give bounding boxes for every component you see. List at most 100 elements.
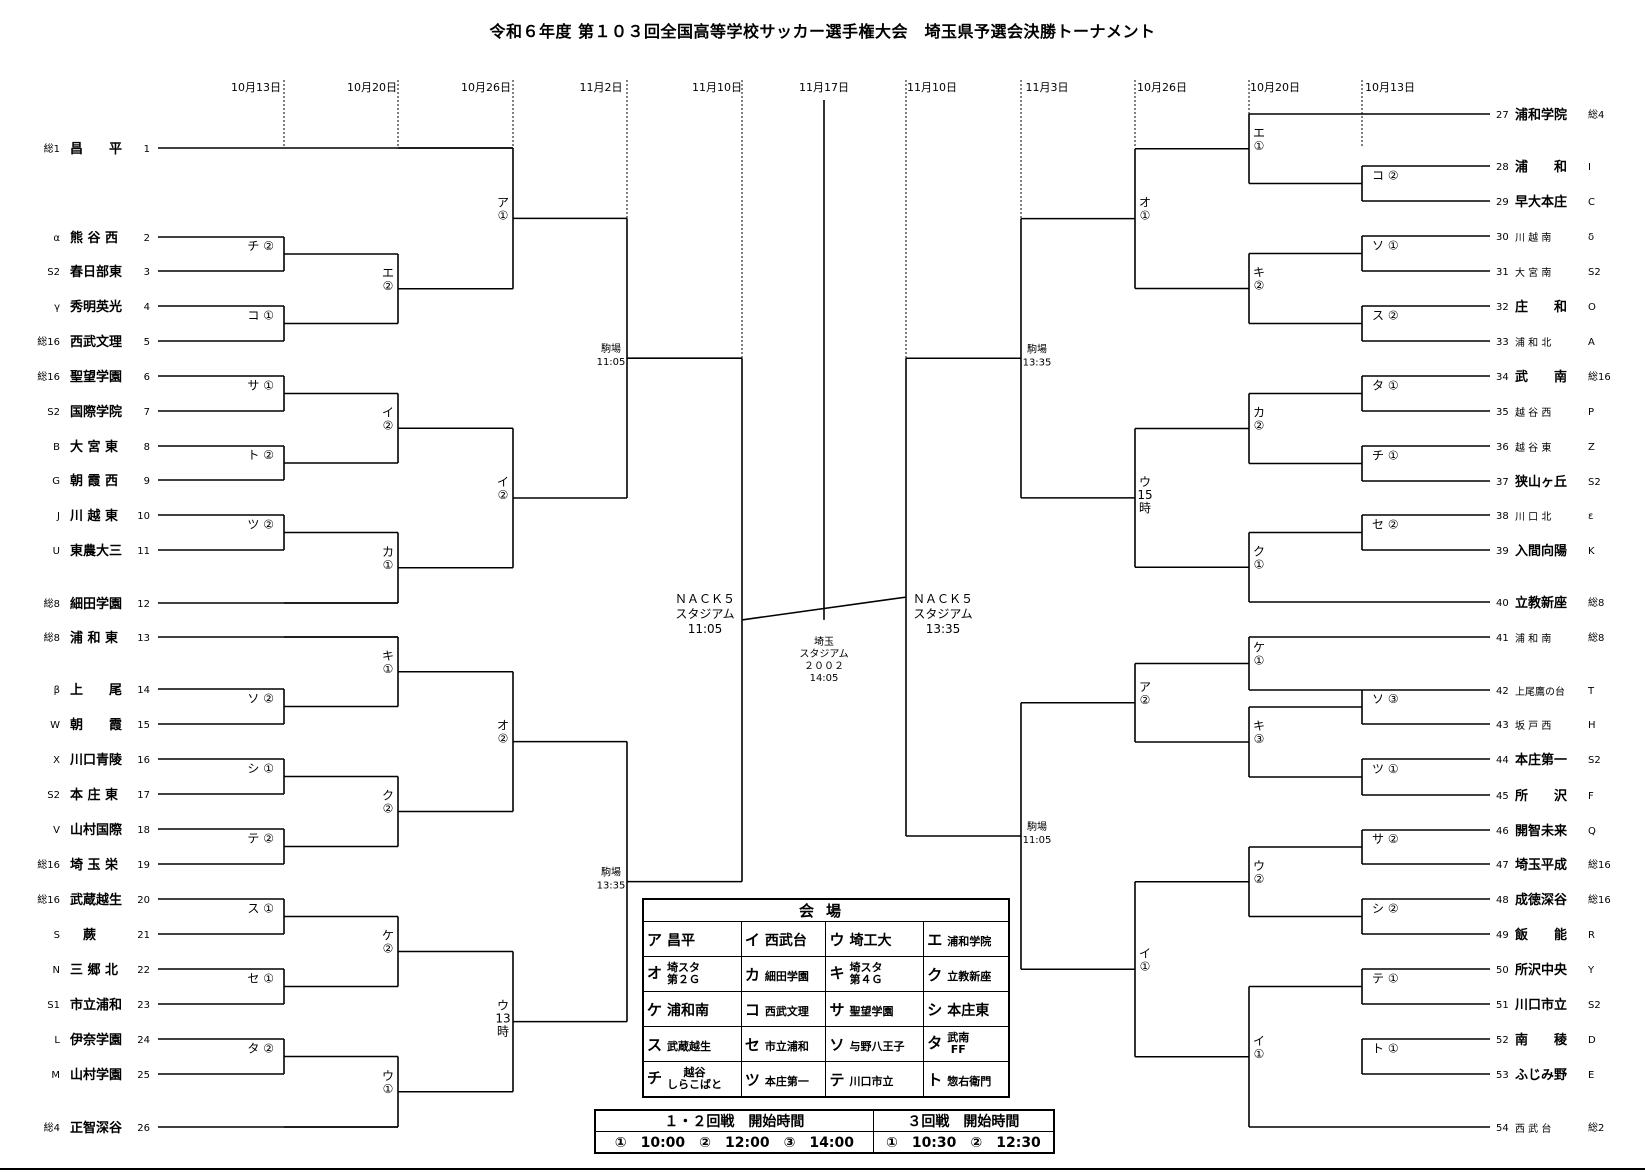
team-seed: J <box>56 511 60 522</box>
venue-row: ケ浦和南コ西武文理サ聖望学園シ本庄東 <box>642 991 1010 1027</box>
team-seed: O <box>1588 302 1596 313</box>
round-date: 10月26日 <box>461 81 511 94</box>
team-seed: 総16 <box>37 370 60 383</box>
team-seed: 総16 <box>1588 370 1611 383</box>
team-number: 18 <box>137 825 150 836</box>
team-seed: 総16 <box>37 893 60 906</box>
team-seed: S2 <box>1588 1000 1601 1011</box>
team-seed: R <box>1588 930 1595 941</box>
team-number: 34 <box>1496 372 1509 383</box>
venue-cell: エ浦和学院 <box>923 921 1010 957</box>
team-name: 狭山ヶ丘 <box>1514 474 1567 490</box>
venue-cell: ケ浦和南 <box>642 991 742 1027</box>
team-number: 1 <box>144 144 150 155</box>
venue-name: 浦和学院 <box>947 934 992 948</box>
venue-name: 埼工大 <box>849 932 892 949</box>
round-date: 10月13日 <box>1365 81 1415 94</box>
team-seed: 総8 <box>1588 596 1604 609</box>
team-number: 30 <box>1496 232 1509 243</box>
team-name: 春日部東 <box>69 264 122 280</box>
venue-name: 市立浦和 <box>764 1039 809 1053</box>
team-seed: β <box>54 685 60 696</box>
team-name: 埼玉平成 <box>1515 857 1567 873</box>
team-name: 川 越 東 <box>69 508 118 524</box>
team-name: 伊奈学園 <box>69 1032 122 1048</box>
team-seed: U <box>53 546 60 557</box>
team-name: 山村国際 <box>70 822 123 838</box>
round-date: 10月26日 <box>1137 81 1187 94</box>
team-name: 熊 谷 西 <box>70 230 118 246</box>
team-number: 8 <box>144 442 150 453</box>
team-name: 川 越 南 <box>1515 231 1551 244</box>
bottom-rule <box>0 1168 1645 1170</box>
team-name: 庄 和 <box>1515 299 1567 315</box>
team-name: 秀明英光 <box>69 299 122 315</box>
team-name: 川 口 北 <box>1515 511 1551 523</box>
team-seed: 総4 <box>44 1121 60 1134</box>
team-name: 飯 能 <box>1514 927 1567 943</box>
team-number: 51 <box>1496 1000 1509 1011</box>
team-number: 9 <box>144 476 150 487</box>
team-number: 36 <box>1496 442 1509 453</box>
venue-name: 与野八王子 <box>849 1039 905 1053</box>
match-label: ソ ② <box>247 692 274 706</box>
match-label: タ ② <box>247 1042 274 1056</box>
bracket-lines <box>158 100 1490 1128</box>
team-seed: Z <box>1588 442 1595 453</box>
team-number: 35 <box>1496 407 1509 418</box>
venue-cell: シ本庄東 <box>923 991 1010 1027</box>
team-number: 22 <box>137 965 150 976</box>
venue-key: オ <box>647 964 663 982</box>
team-seed: V <box>53 825 60 836</box>
team-number: 45 <box>1496 791 1509 802</box>
team-seed: 総16 <box>37 858 60 871</box>
team-number: 41 <box>1496 633 1509 644</box>
team-number: 49 <box>1496 930 1509 941</box>
venue-key: テ <box>829 1070 845 1089</box>
match-label: テ ② <box>247 832 274 846</box>
team-name: 武蔵越生 <box>70 892 122 908</box>
match-label: シ ① <box>247 762 274 776</box>
team-seed: S1 <box>47 1000 60 1011</box>
team-number: 12 <box>137 599 150 610</box>
team-name: 上 尾 <box>70 683 122 698</box>
venue-key: ス <box>647 1035 663 1054</box>
team-seed: L <box>54 1035 60 1046</box>
team-number: 29 <box>1496 197 1509 208</box>
team-seed: δ <box>1588 232 1594 243</box>
team-name: 上尾鷹の台 <box>1515 685 1565 698</box>
venue-key: ア <box>647 930 663 949</box>
team-seed: α <box>53 233 60 244</box>
venue-cell: テ川口市立 <box>825 1061 925 1098</box>
team-number: 20 <box>137 895 150 906</box>
venue-key: サ <box>829 1000 845 1019</box>
team-number: 38 <box>1496 511 1509 522</box>
team-seed: 総2 <box>1588 1121 1604 1134</box>
team-name: 入間向陽 <box>1515 543 1567 559</box>
team-seed: 総16 <box>37 335 60 348</box>
match-label: セ ② <box>1372 518 1399 532</box>
team-name: 三 郷 北 <box>70 963 118 978</box>
match-label: ト ② <box>247 448 274 462</box>
team-number: 33 <box>1496 337 1509 348</box>
team-number: 53 <box>1496 1070 1509 1081</box>
team-number: 7 <box>144 407 150 418</box>
team-name: 浦 和 <box>1515 159 1567 175</box>
match-label: タ ① <box>1372 379 1399 393</box>
team-name: 川口青陵 <box>69 752 123 768</box>
